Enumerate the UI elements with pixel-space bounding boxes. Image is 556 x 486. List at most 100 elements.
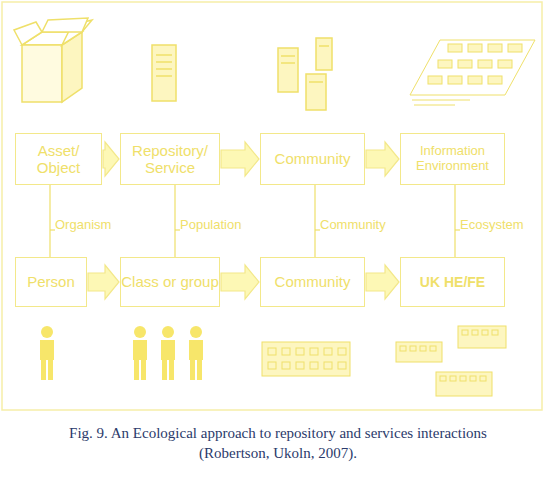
link-line <box>314 185 315 257</box>
network-icon-part <box>498 60 512 68</box>
group-icon-part <box>169 358 174 380</box>
box-label: Asset/ Object <box>16 142 101 177</box>
group-icon-part <box>162 358 167 380</box>
group-icon-part <box>134 358 139 380</box>
campus-icon-part <box>410 346 416 351</box>
servers-icon-part <box>316 38 332 70</box>
group-icon-part <box>161 340 175 360</box>
campus-icon-part <box>458 326 506 348</box>
block-arrow <box>88 265 119 299</box>
person-icon <box>40 326 54 380</box>
block-arrow <box>366 142 399 176</box>
box-label: Person <box>27 273 75 290</box>
campus-icon-part <box>492 330 498 335</box>
network-icon-part <box>458 60 472 68</box>
open-box-icon-part <box>22 45 62 102</box>
connector-label: Organism <box>55 218 111 231</box>
level-box: Community <box>260 133 365 185</box>
block-arrow <box>366 265 399 299</box>
group-icon-part <box>190 326 202 338</box>
figure-frame <box>2 2 542 410</box>
level-box: Information Environment <box>400 133 505 185</box>
campus-icon-part <box>480 376 486 381</box>
level-box: Person <box>15 257 87 307</box>
box-label: Community <box>275 150 351 167</box>
person-icon-part <box>48 358 53 380</box>
network-icon-part <box>410 40 535 95</box>
level-box: Asset/ Object <box>15 133 102 185</box>
block-arrow <box>103 142 119 176</box>
server-icon <box>152 45 176 101</box>
campus-icon-part <box>460 376 466 381</box>
campus-icon-part <box>462 330 468 335</box>
campus-icon-part <box>430 346 436 351</box>
network-icon-part <box>428 76 442 84</box>
server-icon-part <box>156 75 172 77</box>
open-box-icon-part <box>42 18 88 32</box>
server-icon-part <box>156 54 172 56</box>
group-icon-part <box>189 340 203 360</box>
group-icon-part <box>134 326 146 338</box>
campus-icon-part <box>436 372 492 396</box>
block-arrow <box>221 142 259 176</box>
campus-icon-part <box>396 342 442 362</box>
label-tick <box>315 229 320 230</box>
person-icon-part <box>41 326 53 338</box>
network-icon-part <box>508 44 522 52</box>
network-icon-part <box>414 105 455 106</box>
network-icon-part <box>468 76 482 84</box>
servers-icon-part <box>278 48 298 92</box>
campus-icon <box>396 326 506 396</box>
building-icon-part <box>324 362 332 369</box>
network-icon-part <box>478 60 492 68</box>
server-icon-part <box>152 45 176 101</box>
person-icon-part <box>41 358 46 380</box>
building-icon-part <box>338 362 346 369</box>
level-box: Community <box>260 257 365 307</box>
group-icon-part <box>190 358 195 380</box>
campus-icon-part <box>472 330 478 335</box>
level-link <box>455 185 460 257</box>
building-icon-part <box>262 342 350 376</box>
connector-label: Population <box>180 218 241 231</box>
level-link <box>315 185 320 257</box>
label-tick <box>175 229 180 230</box>
servers-icon-part <box>281 55 295 57</box>
box-label: Information Environment <box>401 144 504 174</box>
building-icon-part <box>296 348 304 355</box>
building-icon-part <box>268 348 276 355</box>
link-line <box>49 185 50 257</box>
level-box: UK HE/FE <box>400 257 505 307</box>
group-icon-part <box>197 358 202 380</box>
open-box-icon <box>14 18 92 102</box>
person-icon-part <box>40 340 54 360</box>
server-icon-part <box>156 68 172 70</box>
building-icon-part <box>310 348 318 355</box>
building-icon-part <box>338 348 346 355</box>
box-label: Repository/ Service <box>121 142 219 177</box>
box-label: Class or group <box>121 273 219 290</box>
block-arrow <box>221 265 259 299</box>
figure-caption: Fig. 9. An Ecological approach to reposi… <box>38 423 518 464</box>
label-tick <box>455 229 460 230</box>
group-icon-part <box>141 358 146 380</box>
label-tick <box>50 229 55 230</box>
campus-icon-part <box>400 346 406 351</box>
connector-label: Community <box>320 218 386 231</box>
building-icon <box>262 342 350 376</box>
servers-icon-part <box>319 45 329 47</box>
open-box-icon-part <box>14 22 42 45</box>
box-label: Community <box>275 273 351 290</box>
level-box: Repository/ Service <box>120 133 220 185</box>
network-icon-part <box>448 76 462 84</box>
servers-icon <box>278 38 332 110</box>
server-icon-part <box>156 61 172 63</box>
network-icon-part <box>468 44 482 52</box>
network-icon-part <box>438 60 452 68</box>
connector-label: Ecosystem <box>460 218 524 231</box>
campus-icon-part <box>470 376 476 381</box>
building-icon-part <box>282 348 290 355</box>
link-line <box>174 185 175 257</box>
